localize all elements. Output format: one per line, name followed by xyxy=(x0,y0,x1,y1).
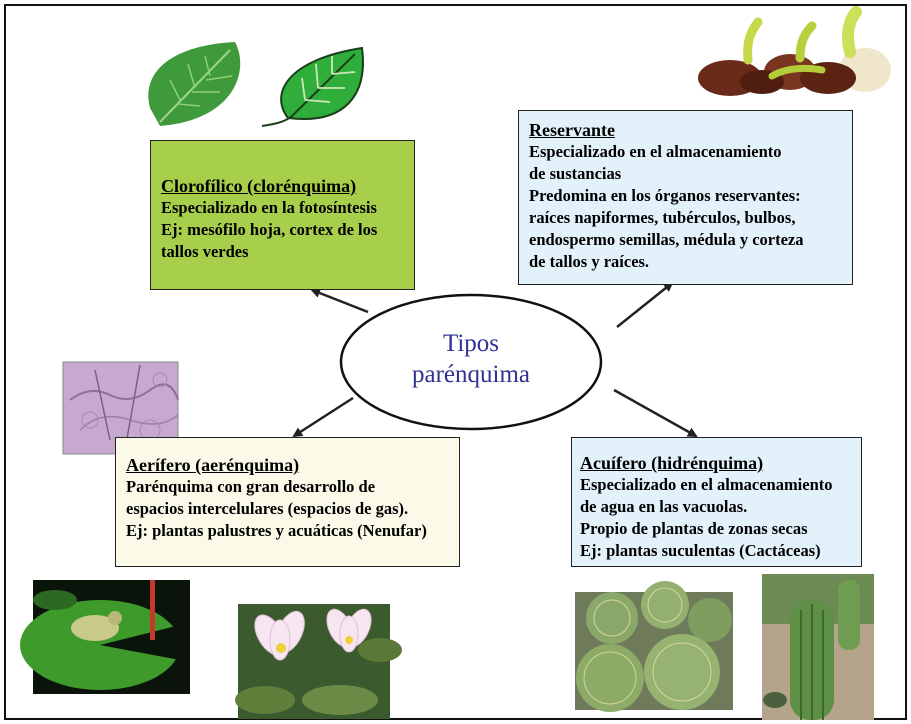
center-label-line2: parénquima xyxy=(411,361,530,388)
aerifero-box: Aerífero (aerénquima) Parénquima con gra… xyxy=(115,437,460,567)
acuifero-line: Especializado en el almacenamiento xyxy=(580,475,833,494)
leaf-photo xyxy=(148,42,241,126)
arrow-to-clorofilico xyxy=(310,288,369,314)
reservante-line: endospermo semillas, médula y corteza xyxy=(529,230,804,249)
arrow-to-aerifero xyxy=(292,396,354,438)
reservante-line: raíces napiformes, tubérculos, bulbos, xyxy=(529,208,796,227)
reservante-line: Predomina en los órganos reservantes: xyxy=(529,186,801,205)
reservante-line: Especializado en el almacenamiento xyxy=(529,142,782,161)
barrel-cactus-photo xyxy=(575,581,733,712)
clorofilico-line: tallos verdes xyxy=(161,242,249,261)
clorofilico-box: Clorofílico (clorénquima) Especializado … xyxy=(150,140,415,290)
arrow-to-reservante xyxy=(616,281,674,328)
aerifero-line: espacios intercelulares (espacios de gas… xyxy=(126,499,409,518)
acuifero-title: Acuífero (hidrénquima) xyxy=(580,453,764,473)
arrow-to-acuifero xyxy=(613,388,698,438)
aerifero-title: Aerífero (aerénquima) xyxy=(126,455,300,475)
aerifero-line: Ej: plantas palustres y acuáticas (Nenuf… xyxy=(126,521,427,540)
acuifero-line: Propio de plantas de zonas secas xyxy=(580,519,808,538)
center-label: Tipos parénquima xyxy=(340,328,602,390)
clorofilico-title: Clorofílico (clorénquima) xyxy=(161,176,357,196)
frog-photo xyxy=(20,580,190,694)
leaf-drawing xyxy=(261,46,364,127)
reservante-box: Reservante Especializado en el almacenam… xyxy=(518,110,853,285)
clorofilico-line: Especializado en la fotosíntesis xyxy=(161,198,377,217)
waterlily-photo xyxy=(235,604,402,719)
reservante-line: de sustancias xyxy=(529,164,622,183)
reservante-title: Reservante xyxy=(529,120,615,140)
column-cactus-photo xyxy=(762,574,874,720)
reservante-line: de tallos y raíces. xyxy=(529,252,650,271)
center-ellipse xyxy=(339,293,603,431)
center-label-line1: Tipos xyxy=(442,330,500,357)
acuifero-line: Ej: plantas suculentas (Cactáceas) xyxy=(580,541,821,560)
acuifero-box: Acuífero (hidrénquima) Especializado en … xyxy=(571,437,862,567)
acuifero-line: de agua en las vacuolas. xyxy=(580,497,748,516)
bulbs-photo xyxy=(696,6,892,96)
aerifero-line: Parénquima con gran desarrollo de xyxy=(126,477,376,496)
clorofilico-line: Ej: mesófilo hoja, cortex de los xyxy=(161,220,378,239)
